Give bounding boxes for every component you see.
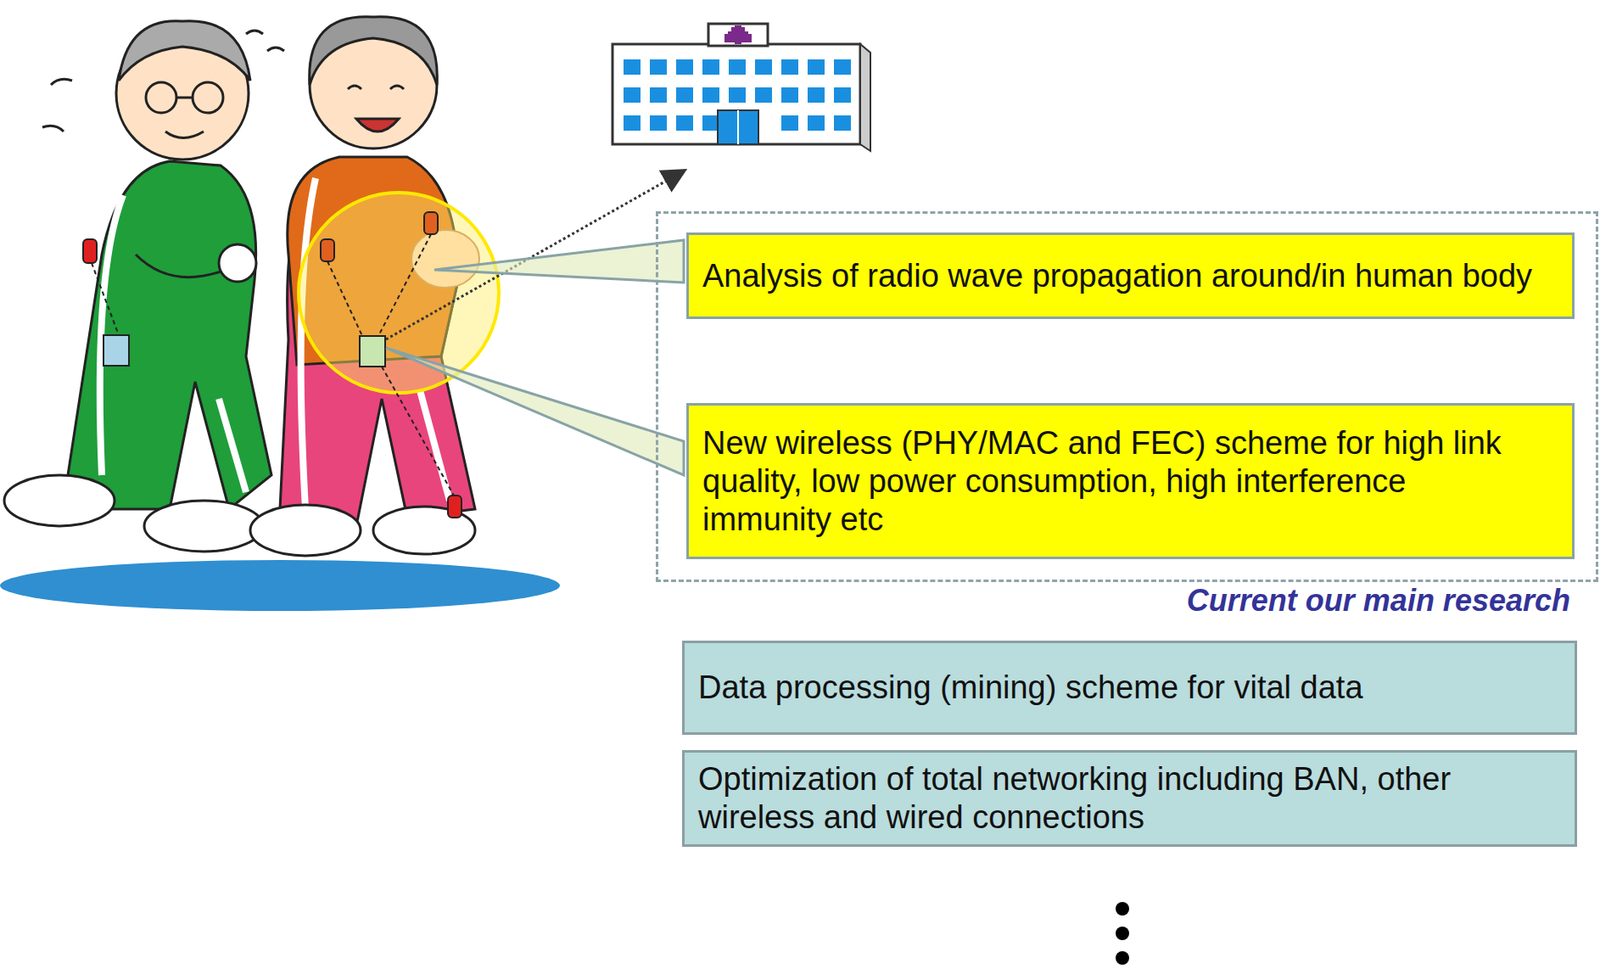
illustration-part [833,59,851,75]
illustration-part [649,59,667,75]
illustration-part [192,82,224,113]
illustration-part [737,110,739,145]
research-group-box: Current our main researchAnalysis of rad… [655,211,1599,582]
magnifier-circle [298,192,499,393]
illustration-part [359,335,386,367]
illustration-part [708,23,768,46]
illustration-part [860,44,871,152]
illustration-part [1115,901,1130,916]
illustration-part [623,59,641,75]
illustration-part [781,115,799,131]
illustration-part [702,59,720,75]
future-topic-box: Optimization of total networking includi… [682,749,1578,847]
illustration-part [623,87,641,103]
illustration-part [218,398,247,493]
illustration-part [327,261,364,338]
illustration-part [424,212,438,235]
illustration-part [356,118,399,132]
box-text: Optimization of total networking includi… [698,760,1561,837]
heart-area [411,229,480,288]
illustration-part [676,59,694,75]
future-topic-box: Data processing (mining) scheme for vita… [682,640,1578,735]
illustration-part [807,87,825,103]
illustration-part [91,262,119,336]
callout-leader [434,240,684,283]
illustration-part [717,110,759,145]
illustration-part [623,115,641,131]
callout-leader [386,347,684,476]
wireless-link-arrow [386,171,683,340]
illustration-part [4,475,115,526]
illustration-part [83,239,97,263]
illustration-part [218,244,257,282]
ground-shadow [0,559,560,611]
illustration-part [42,30,263,132]
box-text: New wireless (PHY/MAC and FEC) scheme fo… [702,424,1539,539]
illustration-part [676,115,694,131]
illustration-part [419,390,450,501]
box-text: Data processing (mining) scheme for vita… [698,668,1561,707]
illustration-part [833,115,851,131]
illustration-part [103,335,129,366]
illustration-part [320,239,335,262]
illustration-part [381,366,454,496]
illustration-part [67,161,272,510]
illustration-part [612,44,861,145]
illustration-part [755,59,773,75]
illustration-part [145,82,177,113]
illustration-part [807,59,825,75]
illustration-part [250,504,361,556]
illustration-part [702,87,720,103]
research-topic-box: New wireless (PHY/MAC and FEC) scheme fo… [686,402,1575,560]
illustration-part [309,16,438,85]
illustration-part [347,85,404,90]
illustration-part [267,47,285,51]
illustration-part [176,96,193,100]
illustration-part [649,115,667,131]
illustration-part [1115,951,1130,965]
illustration-part [1115,926,1130,940]
man-figure [4,21,272,552]
illustration-part [377,234,431,338]
continuation-dots [1115,901,1130,965]
illustration-part [676,87,694,103]
illustration-part [728,87,746,103]
research-topic-box: Analysis of radio wave propagation aroun… [686,232,1575,319]
illustration-part [755,87,773,103]
illustration-part [165,131,204,139]
illustration-part [728,59,746,75]
illustration-part [144,500,263,552]
illustration-part [781,59,799,75]
group-heading: Current our main research [1186,582,1571,619]
illustration-part [833,87,851,103]
illustration-part [447,495,462,518]
illustration-part [118,21,251,81]
hospital-icon [612,23,871,152]
illustration-part [807,115,825,131]
illustration-part [781,87,799,103]
illustration-part [649,87,667,103]
illustration-part [727,31,749,39]
box-text: Analysis of radio wave propagation aroun… [702,257,1539,296]
